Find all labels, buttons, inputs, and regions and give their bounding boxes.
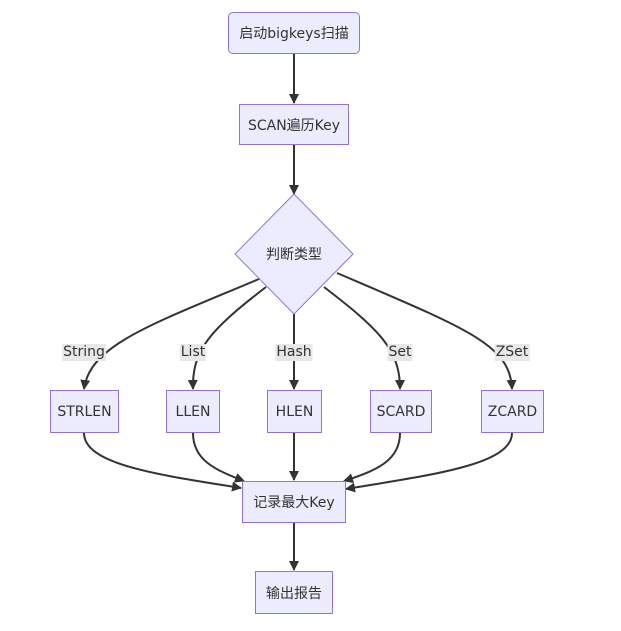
- node-decide-label: 判断类型: [266, 247, 322, 263]
- edge-strlen-to-record: [83, 432, 242, 492]
- edge-decide-to-strlen: [80, 278, 260, 390]
- edge-label-set: Set: [387, 344, 413, 361]
- edge-label-string: String: [62, 344, 106, 361]
- edge-label-zset: ZSet: [494, 344, 530, 361]
- node-record: 记录最大Key: [242, 481, 346, 523]
- node-start: 启动bigkeys扫描: [228, 12, 360, 54]
- node-output: 输出报告: [255, 571, 333, 614]
- node-llen: LLEN: [166, 390, 220, 433]
- node-scan: SCAN遍历Key: [239, 104, 349, 145]
- edge-label-list: List: [179, 344, 207, 361]
- edge-llen-to-record: [192, 432, 245, 483]
- edge-decide-to-zcard: [336, 272, 517, 390]
- edge-decide-to-scard: [323, 286, 405, 390]
- node-zcard: ZCARD: [481, 390, 544, 433]
- node-hlen: HLEN: [267, 390, 322, 433]
- edge-label-hash: Hash: [275, 344, 313, 361]
- edge-decide-to-llen: [187, 286, 267, 390]
- edge-scard-to-record: [343, 432, 401, 483]
- edge-zcard-to-record: [345, 432, 513, 493]
- decision-diamond: [234, 193, 354, 315]
- node-scard: SCARD: [370, 390, 432, 433]
- node-strlen: STRLEN: [50, 390, 119, 433]
